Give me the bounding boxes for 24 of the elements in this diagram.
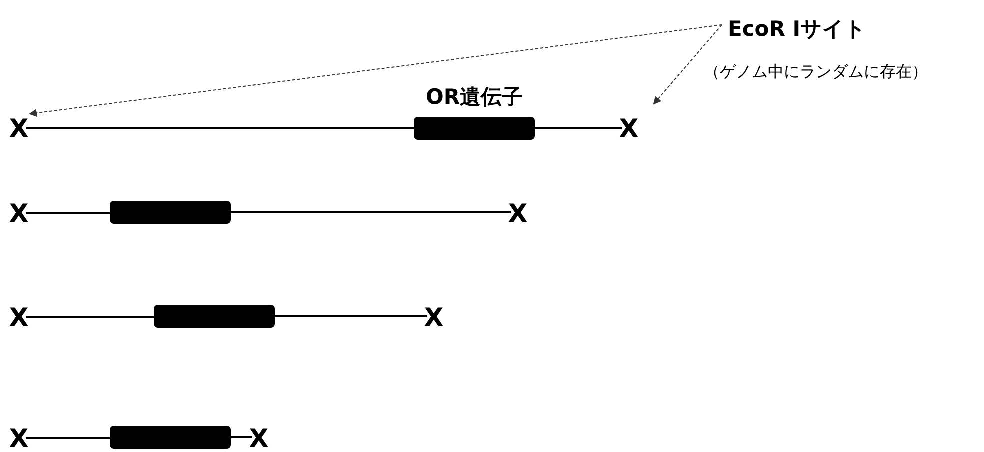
- dna-line: [231, 436, 252, 438]
- cut-site-mark: X: [8, 426, 30, 451]
- cut-site-mark: X: [248, 426, 270, 451]
- cut-site-mark: X: [8, 116, 30, 141]
- note-text: （ゲノム中にランダムに存在）: [704, 62, 928, 83]
- leader-arrow: [29, 24, 722, 118]
- dna-line: [26, 212, 110, 214]
- dna-line: [275, 316, 427, 318]
- cut-site-mark: X: [507, 201, 529, 226]
- leader-arrow: [653, 24, 722, 105]
- dna-line: [535, 128, 622, 130]
- site-label: EcoR Iサイト: [728, 14, 880, 44]
- dna-line: [231, 212, 511, 214]
- gene-bar: [154, 305, 275, 328]
- dna-line: [26, 438, 110, 440]
- gene-bar: [110, 201, 231, 224]
- dna-line: [26, 128, 414, 130]
- dna-line: [26, 316, 154, 318]
- gene-label: OR遺伝子: [424, 84, 524, 111]
- cut-site-mark: X: [423, 305, 445, 330]
- cut-site-mark: X: [8, 201, 30, 226]
- cut-site-mark: X: [618, 116, 640, 141]
- cut-site-mark: X: [8, 305, 30, 330]
- gene-bar: [110, 426, 231, 449]
